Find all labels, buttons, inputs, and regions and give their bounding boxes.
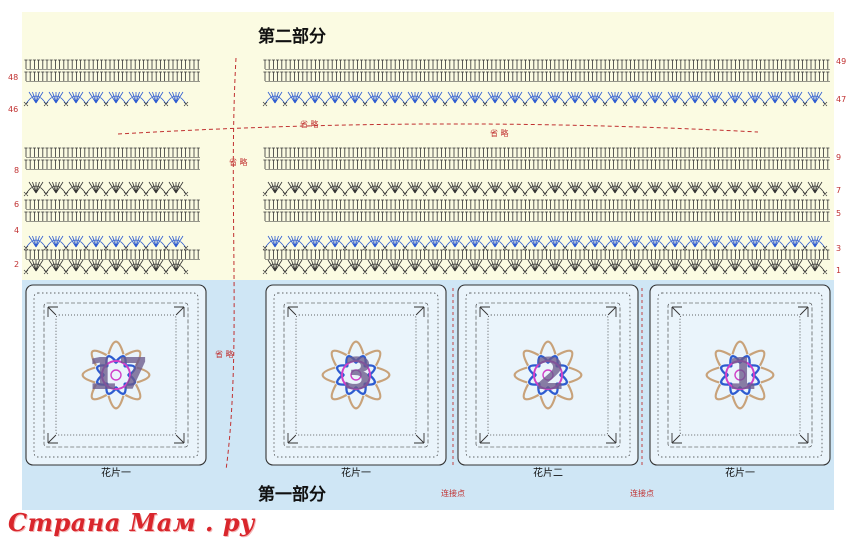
stitch-row-8-left [24,211,200,222]
stitch-row-10-right [263,249,830,260]
row-number-left-8: 8 [14,166,19,175]
stitch-row-10-left [24,249,200,260]
stitch-row-4-right [263,147,830,158]
part-two-title: 第二部分 [258,26,326,47]
row-number-left-48: 48 [8,73,18,82]
omit-lines [117,57,759,471]
stitch-row-11-left [23,259,189,275]
row-number-right-3: 3 [836,244,841,253]
connect-point-right: 连接点 [630,488,654,498]
stitch-row-2-right [263,71,830,82]
omit-note-bottom: 省 略 [215,349,234,359]
stitch-row-6-right [262,181,828,197]
omit-line-vertical [225,57,237,471]
stitch-row-6-left [23,181,189,197]
part-two-background [22,12,834,280]
motif-label-2: 花片二 [533,466,563,479]
row-number-right-49: 49 [836,57,846,66]
stitch-row-1-right [263,59,830,70]
row-number-left-4: 4 [14,226,19,235]
stitch-rows [23,59,830,275]
stitch-row-11-right [262,259,828,275]
stitch-row-2-left [24,71,200,82]
row-number-right-47: 47 [836,95,846,104]
stitch-row-5-right [263,159,830,170]
row-number-right-5: 5 [836,209,841,218]
stitch-row-9-right [262,235,828,251]
row-number-left-2: 2 [14,260,19,269]
watermark: Страна Мам . ру [8,508,255,537]
omit-line-horizontal [117,123,759,135]
stitch-row-7-right [263,199,830,210]
motif-label-17: 花片一 [101,466,131,479]
part-one-title: 第一部分 [258,484,326,505]
stitch-row-5-left [24,159,200,170]
motif-1 [649,284,831,466]
motif-number-3: 3 [343,349,374,400]
motif-number-1: 1 [727,349,758,400]
motif-layer [25,284,831,466]
motif-2 [457,284,639,466]
omit-note-top-left: 省 略 [300,119,319,129]
motif-number-17: 17 [87,349,148,400]
motif-number-2: 2 [535,349,566,400]
omit-note-middle: 省 略 [229,157,248,167]
omit-note-top-right: 省 略 [490,128,509,138]
motif-17 [25,284,207,466]
motif-label-3: 花片一 [341,466,371,479]
stitch-row-1-left [24,59,200,70]
motif-3 [265,284,447,466]
row-number-right-9: 9 [836,153,841,162]
connect-point-left: 连接点 [441,488,465,498]
stitch-row-8-right [263,211,830,222]
stitch-row-9-left [23,235,189,251]
row-number-right-1: 1 [836,266,841,275]
row-number-right-7: 7 [836,186,841,195]
motif-label-1: 花片一 [725,466,755,479]
stitch-row-4-left [24,147,200,158]
stitch-row-3-right [262,91,828,107]
stitch-row-7-left [24,199,200,210]
row-number-left-46: 46 [8,105,18,114]
row-number-left-6: 6 [14,200,19,209]
stitch-row-3-left [23,91,189,107]
